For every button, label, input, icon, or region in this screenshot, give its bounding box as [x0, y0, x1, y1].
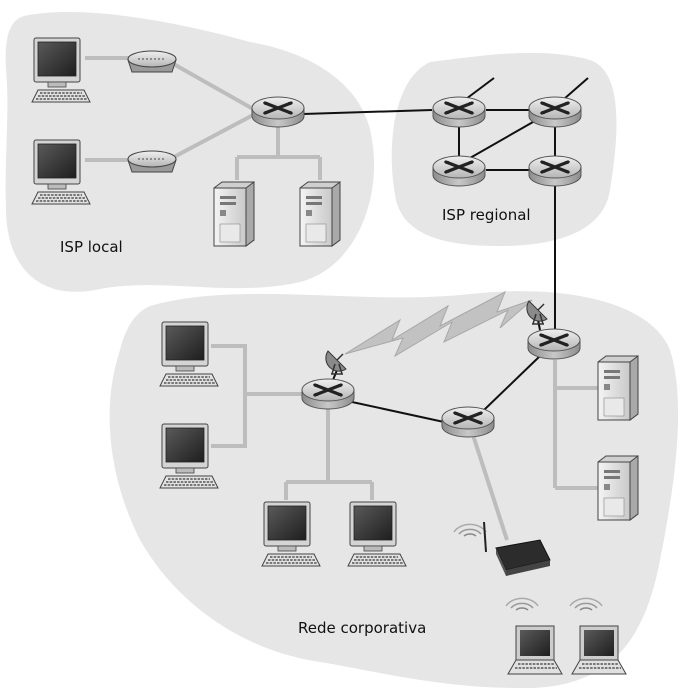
isp-local-label: ISP local: [60, 238, 123, 256]
wireless-access-point-icon: [453, 521, 551, 576]
server-tower-icon: [299, 181, 341, 247]
modem-icon: [127, 150, 177, 173]
server-tower-icon: [597, 455, 639, 521]
corporate-region: [109, 291, 679, 689]
router-icon: [526, 327, 582, 361]
modem-icon: [127, 50, 177, 73]
access-links: [85, 56, 598, 541]
server-tower-icon: [213, 181, 255, 247]
router-icon: [440, 405, 496, 439]
laptop-icon: [571, 625, 627, 675]
corporate-network-label: Rede corporativa: [298, 619, 426, 637]
isp-regional-label: ISP regional: [442, 206, 531, 224]
router-icon: [250, 95, 306, 129]
router-icon: [300, 377, 356, 411]
router-icon: [431, 154, 487, 188]
isp-local-region: [5, 11, 375, 292]
router-icon: [431, 95, 487, 129]
wireless-link-icon: [344, 290, 533, 358]
router-icon: [527, 95, 583, 129]
backbone-links: [302, 77, 589, 423]
server-tower-icon: [597, 355, 639, 421]
laptop-icon: [507, 625, 563, 675]
router-icon: [527, 154, 583, 188]
